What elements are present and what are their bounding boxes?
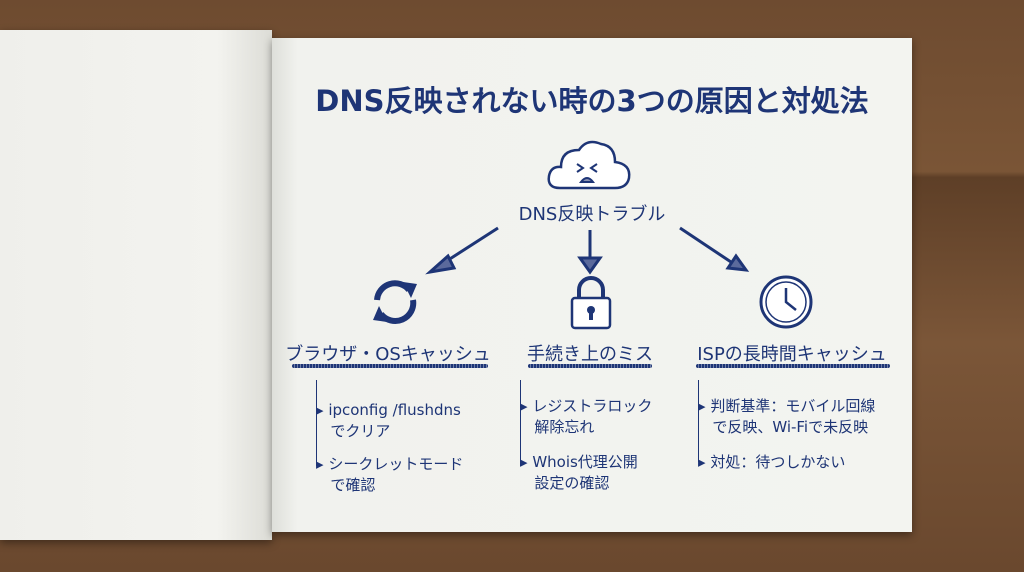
sync-icon — [373, 280, 417, 324]
central-topic-label: DNS反映トラブル — [518, 204, 666, 225]
heading-underline — [292, 364, 488, 368]
heading-underline — [528, 364, 652, 368]
branch-heading-procedure-mistake: 手続き上のミス — [527, 344, 653, 365]
tree-line — [698, 380, 699, 462]
page-title: DNS反映されない時の3つの原因と対処法 — [315, 84, 869, 118]
tree-line — [316, 380, 317, 466]
notebook-left-page — [0, 30, 272, 540]
notebook-right-page: DNS反映されない時の3つの原因と対処法 DNS反映トラブル ブラウザ・OSキャ… — [272, 38, 912, 532]
tree-line — [520, 380, 521, 466]
arrows — [425, 226, 750, 275]
lock-icon — [570, 276, 612, 330]
list-item: ▸ Whois代理公開 設定の確認 — [520, 453, 638, 492]
sad-cloud-icon — [547, 140, 631, 190]
list-item: ▸ レジストラロック 解除忘れ — [520, 397, 653, 436]
clock-icon — [759, 275, 813, 329]
heading-underline — [696, 364, 890, 368]
arrow-left — [441, 226, 499, 266]
list-item: ▸ ipconfig /flushdns でクリア — [316, 401, 461, 440]
branch-heading-isp-cache: ISPの長時間キャッシュ — [697, 344, 887, 365]
arrow-right — [679, 226, 735, 266]
list-item: ▸ 判断基準：モバイル回線 で反映、Wi-Fiで未反映 — [698, 397, 876, 436]
list-item: ▸ 対処：待つしかない — [698, 453, 846, 471]
branch-heading-browser-cache: ブラウザ・OSキャッシュ — [285, 344, 491, 365]
list-item: ▸ シークレットモード で確認 — [316, 455, 464, 494]
